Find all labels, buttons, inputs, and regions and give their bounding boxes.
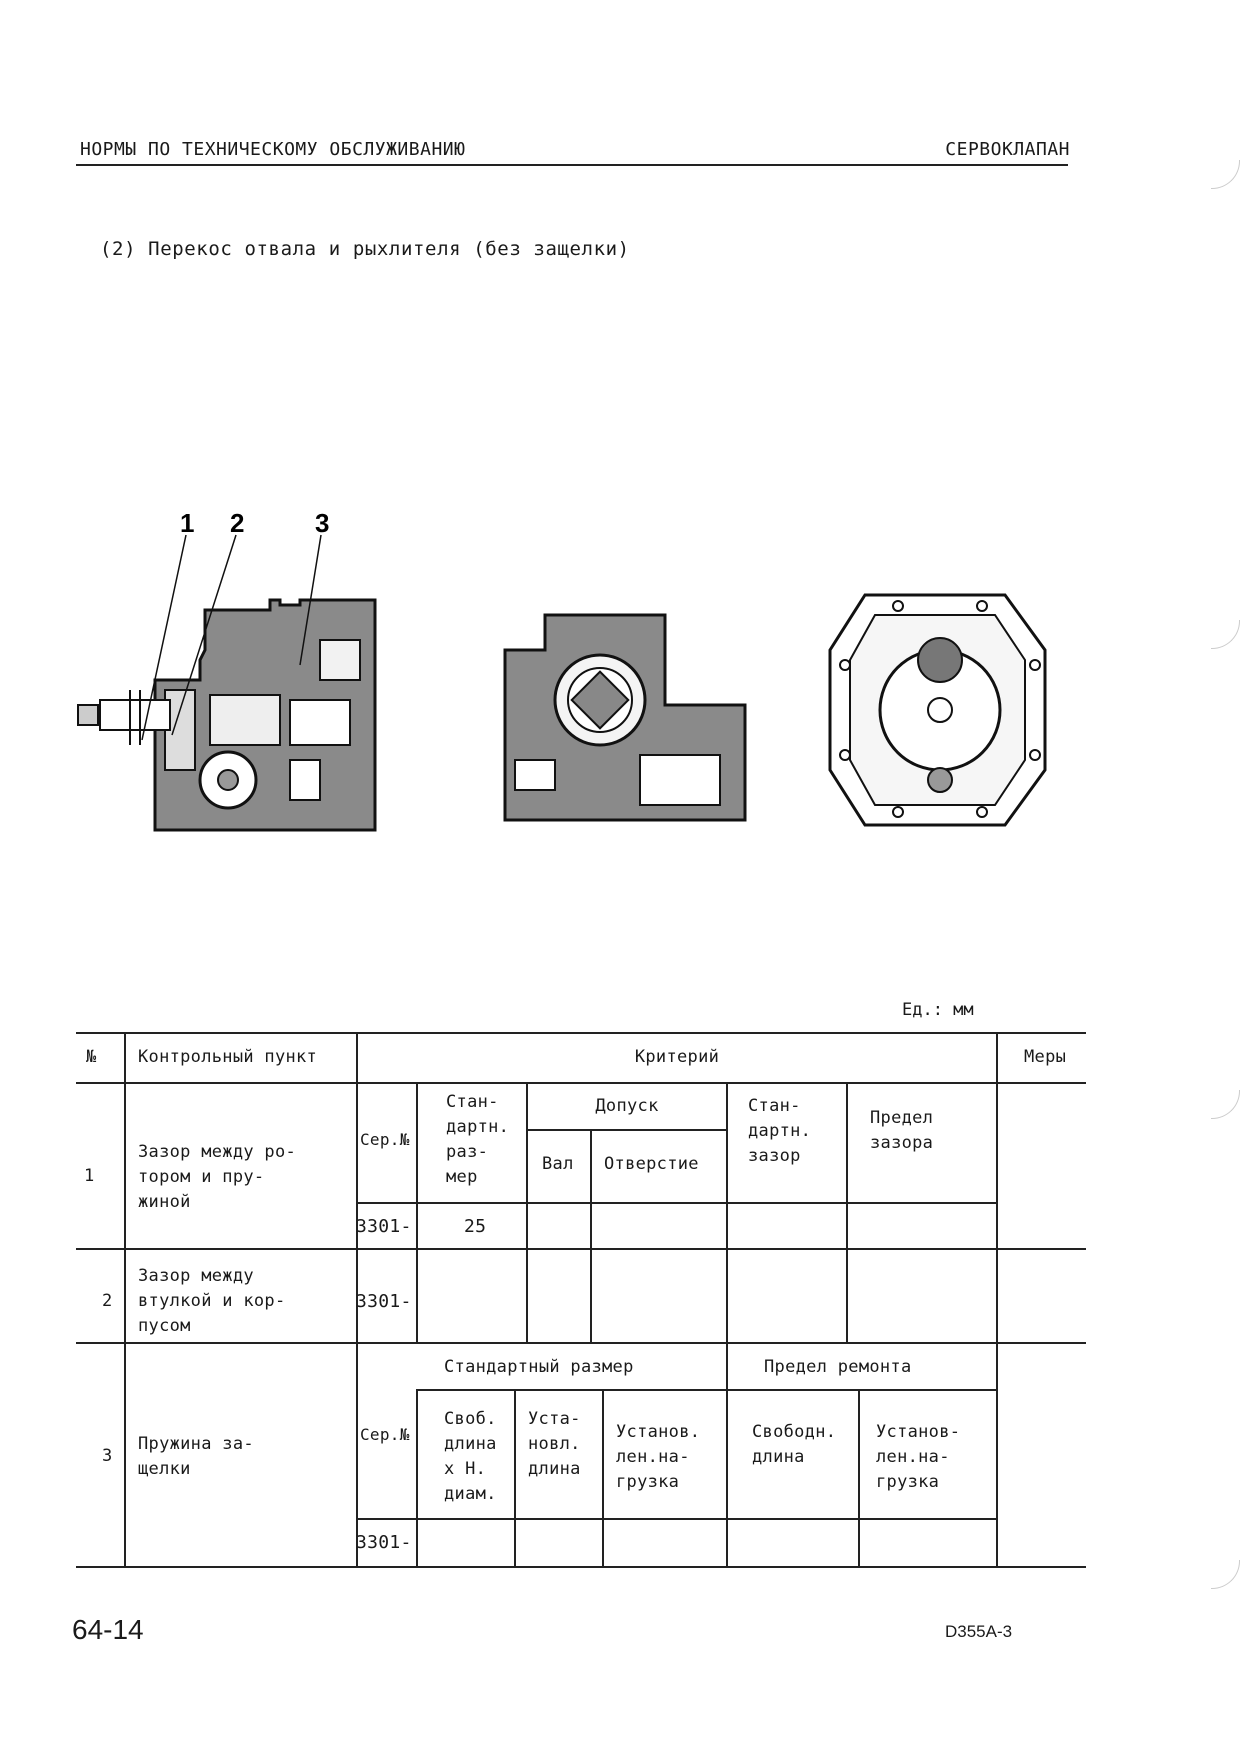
table-rule [356, 1518, 996, 1520]
table-rule [356, 1032, 358, 1568]
header-rule [76, 164, 1068, 166]
maintenance-spec-table: № Контрольный пункт Критерий Меры 1 Зазо… [76, 1032, 1086, 1568]
row1-hole-header: Отверстие [604, 1154, 699, 1174]
table-rule [76, 1342, 1086, 1344]
table-rule [996, 1032, 998, 1568]
row3-free-length-header: Свободн. длина [752, 1422, 837, 1467]
table-rule [726, 1082, 728, 1342]
header-measures: Меры [1024, 1047, 1067, 1067]
row1-size-value: 25 [464, 1216, 487, 1237]
row3-repair-limit-header: Предел ремонта [764, 1357, 912, 1377]
row3-installed-length-header: Уста- новл. длина [528, 1409, 581, 1479]
table-rule [76, 1566, 1086, 1568]
model-code: D355A-3 [945, 1622, 1013, 1641]
table-rule [124, 1032, 126, 1568]
row1-ser-value: 3301- [356, 1216, 412, 1237]
row1-tolerance-header: Допуск [595, 1096, 659, 1116]
table-rule [514, 1389, 516, 1568]
table-rule [76, 1032, 1086, 1034]
callout-3: 3 [315, 508, 329, 538]
header-control-point: Контрольный пункт [138, 1047, 318, 1067]
row3-installed-load-limit-header: Установ- лен.на- грузка [876, 1422, 961, 1492]
row1-std-size-header: Стан- дартн. раз- мер [446, 1092, 510, 1187]
table-rule [726, 1342, 728, 1568]
row2-no: 2 [102, 1291, 113, 1311]
header-no: № [86, 1047, 97, 1067]
callout-leader-2 [171, 534, 237, 736]
table-rule [76, 1248, 1086, 1250]
row1-item: Зазор между ро- тором и пру- жиной [138, 1142, 297, 1212]
row2-item: Зазор между втулкой и кор- пусом [138, 1266, 286, 1336]
row1-no: 1 [84, 1166, 95, 1186]
row3-std-size-header: Стандартный размер [444, 1357, 634, 1377]
row3-free-length-diam-header: Своб. длина x Н. диам. [444, 1409, 497, 1504]
row3-item: Пружина за- щелки [138, 1434, 254, 1479]
row3-ser-value: 3301- [356, 1532, 412, 1553]
row3-no: 3 [102, 1446, 113, 1466]
table-rule [76, 1082, 1086, 1084]
callout-1: 1 [180, 508, 194, 538]
section-title: (2) Перекос отвала и рыхлителя (без заще… [100, 238, 630, 260]
row1-std-clearance-header: Стан- дартн. зазор [748, 1096, 812, 1166]
callout-leader-1 [141, 534, 187, 741]
header-criterion: Критерий [634, 1047, 720, 1067]
row2-ser-value: 3301- [356, 1291, 412, 1312]
table-rule [416, 1389, 418, 1568]
header-left-title: НОРМЫ ПО ТЕХНИЧЕСКОМУ ОБСЛУЖИВАНИЮ [80, 139, 466, 160]
table-rule [526, 1082, 528, 1342]
table-rule [602, 1389, 604, 1568]
page-number: 64-14 [72, 1614, 144, 1645]
table-rule [416, 1082, 418, 1342]
gasket-view-drawing [828, 593, 1047, 827]
table-rule [526, 1129, 726, 1131]
row1-limit-clearance-header: Предел зазора [870, 1108, 934, 1153]
table-rule [846, 1082, 848, 1342]
callout-leader-3 [299, 534, 322, 666]
row1-shaft-header: Вал [542, 1154, 574, 1174]
header-right-title: СЕРВОКЛАПАН [945, 139, 1070, 160]
table-rule [416, 1389, 996, 1391]
front-section-drawing [503, 613, 747, 822]
sectional-view-drawing [77, 598, 377, 832]
table-rule [858, 1389, 860, 1568]
unit-label: Ед.: мм [902, 1000, 974, 1020]
row1-ser-header: Сер.№ [360, 1130, 410, 1149]
table-rule [590, 1129, 592, 1342]
row3-ser-header: Сер.№ [360, 1425, 410, 1444]
row3-installed-load-header: Установ. лен.на- грузка [616, 1422, 701, 1492]
callout-2: 2 [230, 508, 244, 538]
table-rule [356, 1202, 996, 1204]
